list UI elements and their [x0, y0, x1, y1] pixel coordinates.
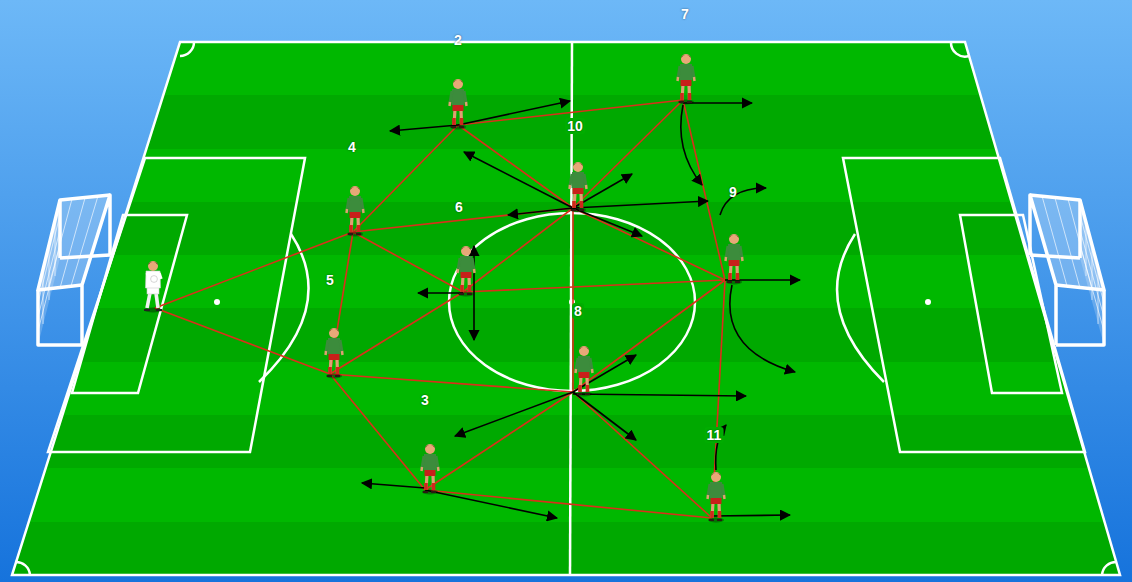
goal	[1030, 195, 1104, 345]
player-number: 8	[572, 303, 584, 319]
movement-arrow	[390, 125, 458, 131]
passing-line	[353, 208, 573, 232]
centre-circle	[449, 213, 695, 391]
goalkeeper-figure	[144, 261, 162, 313]
grass-stripe	[0, 362, 1132, 415]
grass-stripes	[0, 42, 1132, 575]
player-figure	[576, 346, 593, 397]
passing-line	[683, 100, 725, 280]
grass-stripe	[0, 468, 1132, 522]
movement-arrow	[508, 208, 573, 215]
player-figure	[450, 79, 467, 130]
movement-arrow	[464, 152, 573, 208]
player-number: 6	[453, 199, 465, 215]
passing-line	[155, 232, 353, 308]
corner-arc	[951, 42, 969, 57]
movement-arrow	[458, 101, 570, 125]
goal	[38, 195, 110, 345]
penalty-arc	[837, 234, 884, 382]
passing-line	[353, 232, 463, 292]
players	[144, 54, 743, 523]
player-figure	[347, 186, 364, 237]
grass-stripe	[0, 42, 1132, 95]
penalty-spot	[925, 299, 931, 305]
passing-line	[330, 374, 573, 392]
corner-arc	[15, 562, 30, 575]
movement-arrow	[455, 392, 573, 436]
movement-arrow	[712, 515, 790, 516]
corner-arc	[1102, 562, 1117, 575]
player-number: 10	[565, 118, 585, 134]
passing-line	[458, 125, 573, 208]
movement-arrow	[362, 483, 425, 488]
passing-line	[330, 292, 463, 374]
movement-arrow	[573, 201, 708, 208]
movement-arrow	[730, 285, 795, 372]
movement-arrow	[573, 394, 746, 396]
player-figure	[708, 472, 725, 523]
pitch-markings	[12, 42, 1120, 575]
player-number: 4	[346, 139, 358, 155]
penalty-arc	[259, 234, 309, 382]
passing-line	[330, 374, 425, 490]
movement-arrow	[473, 292, 475, 340]
player-number: 2	[452, 32, 464, 48]
corner-arc	[180, 42, 194, 56]
passing-line	[573, 280, 725, 392]
movement-arrow	[573, 208, 642, 236]
player-figure	[422, 444, 439, 495]
grass-stripe	[0, 415, 1132, 468]
grass-stripe	[0, 522, 1132, 575]
passing-line	[425, 392, 573, 490]
passing-line	[425, 490, 712, 518]
movement-arrows	[362, 101, 800, 518]
movement-arrow	[425, 490, 557, 518]
player-figure	[458, 246, 475, 297]
passing-lines	[155, 100, 725, 518]
penalty-spot	[214, 299, 220, 305]
grass-stripe	[0, 308, 1132, 362]
passing-line	[573, 208, 725, 280]
passing-line	[572, 208, 574, 392]
player-figure	[570, 162, 587, 213]
passing-line	[573, 100, 683, 208]
player-number: 3	[419, 392, 431, 408]
passing-line	[155, 308, 330, 374]
passing-line	[573, 392, 712, 518]
player-number: 11	[705, 427, 724, 443]
player-figure	[726, 234, 743, 285]
touchline	[12, 42, 1120, 575]
passing-line	[463, 208, 573, 292]
movement-arrow	[720, 188, 766, 215]
player-number: 5	[324, 272, 336, 288]
movement-arrow	[681, 105, 702, 185]
grass-stripe	[0, 95, 1132, 149]
player-number: 9	[727, 184, 739, 200]
movement-arrow	[418, 292, 463, 294]
player-figure	[678, 54, 695, 105]
player-number: 7	[679, 6, 691, 22]
movement-arrow	[573, 392, 636, 440]
player-figure	[326, 328, 343, 379]
passing-line	[353, 125, 458, 232]
passing-line	[463, 280, 725, 292]
